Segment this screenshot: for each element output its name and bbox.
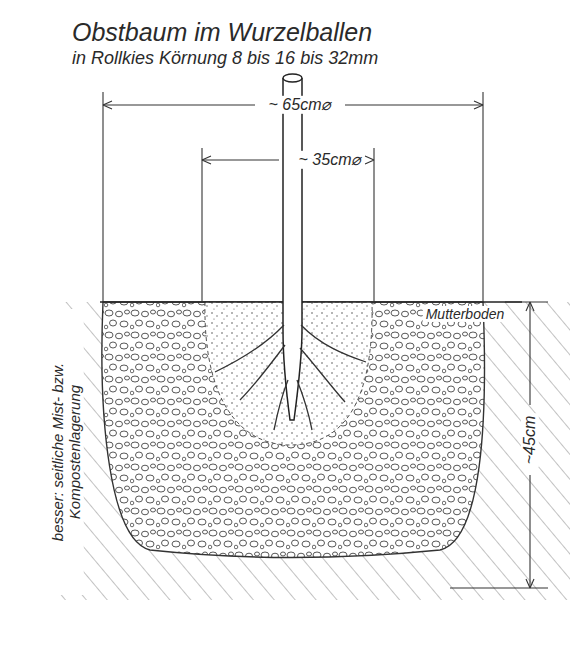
- dimension-65: [103, 92, 483, 302]
- tree-trunk: [283, 78, 302, 420]
- ground-line: [100, 301, 522, 303]
- layer-label: Mutterboden: [423, 306, 508, 322]
- dimension-label: ~ 35cm⌀: [296, 151, 365, 169]
- dimension-45: [450, 302, 548, 588]
- dimension-label: ~45cm: [521, 413, 539, 467]
- side-note: besser: seitliche Mist- bzw. Kompostenla…: [49, 309, 84, 595]
- title: Obstbaum im Wurzelballen: [72, 18, 372, 47]
- soil-hatching: [60, 302, 570, 600]
- dimension-label: ~ 65cm⌀: [266, 96, 335, 114]
- subtitle: in Rollkies Körnung 8 bis 16 bis 32mm: [72, 48, 378, 69]
- roots: [215, 325, 366, 430]
- dimension-35: [202, 148, 374, 302]
